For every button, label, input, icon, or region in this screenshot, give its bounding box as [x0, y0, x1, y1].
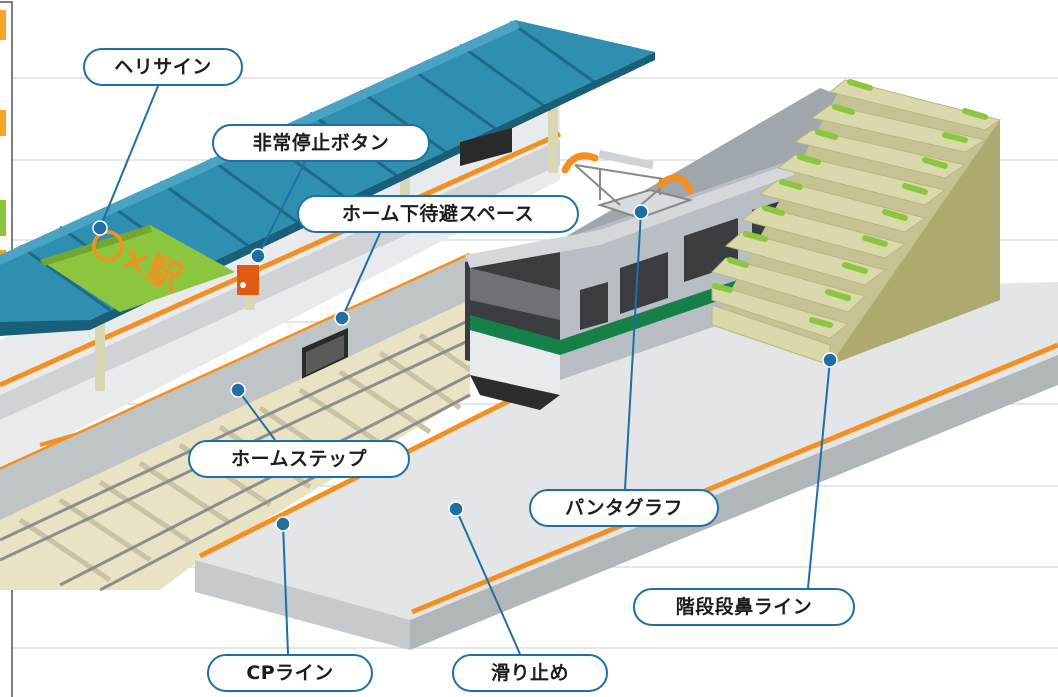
- stair-nosing-marker: [822, 352, 838, 368]
- refuge-space-marker: [334, 310, 350, 326]
- stair-nosing-line-label: 階段段鼻ライン: [633, 588, 855, 626]
- heli-sign-label: ヘリサイン: [83, 48, 243, 86]
- under-platform-space-label: ホーム下待避スペース: [297, 195, 579, 233]
- emergency-stop-marker: [250, 248, 266, 264]
- pantograph-marker: [633, 204, 649, 220]
- anti-slip-marker: [448, 501, 464, 517]
- platform-step-label: ホームステップ: [188, 440, 410, 478]
- pantograph-shape: [574, 164, 694, 220]
- anti-slip-label: 滑り止め: [452, 654, 608, 692]
- emergency-stop-label: 非常停止ボタン: [212, 124, 430, 162]
- leader-dots: [92, 204, 838, 532]
- staircase: [711, 79, 1002, 366]
- heli-sign-marker: [92, 220, 108, 236]
- pantograph-label: パンタグラフ: [529, 489, 719, 527]
- cp-line-marker: [275, 516, 291, 532]
- cp-line-label: CPライン: [207, 654, 373, 692]
- platform-step-marker: [230, 382, 246, 398]
- leader-lines: [99, 85, 831, 655]
- emergency-stop-box: [237, 265, 259, 295]
